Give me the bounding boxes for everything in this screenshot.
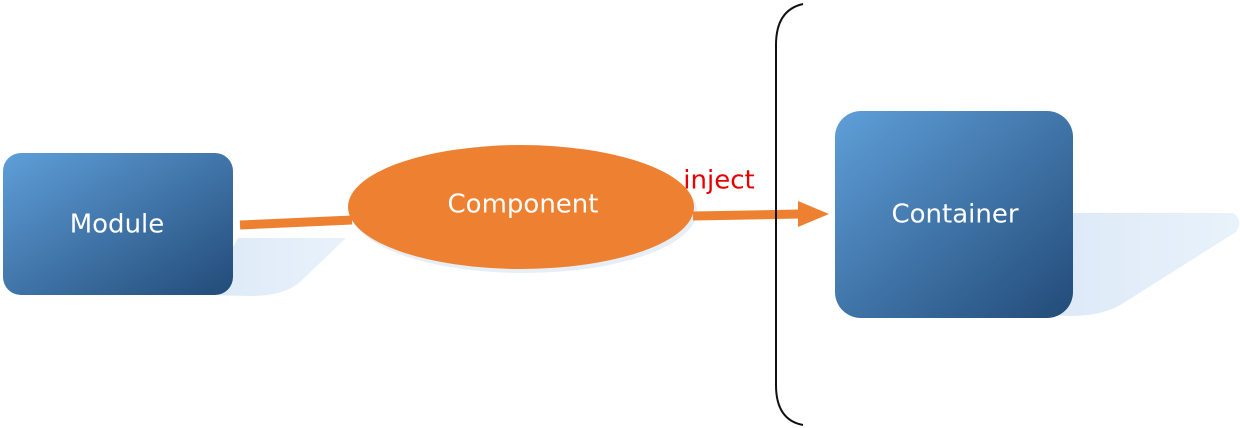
- inject-label: inject: [683, 166, 754, 196]
- component-label: Component: [448, 190, 599, 220]
- inject-arrowhead: [798, 201, 829, 227]
- inject-arrow-line: [692, 209, 801, 221]
- module-label: Module: [70, 210, 165, 240]
- container-box: [835, 111, 1073, 318]
- container-node: Container: [835, 111, 1073, 318]
- module-node: Module: [3, 153, 233, 295]
- container-shadow: [1050, 213, 1240, 316]
- module-shadow: [205, 238, 346, 296]
- module-box: [3, 153, 233, 295]
- component-ellipse: [348, 145, 694, 269]
- inject-edge: inject: [683, 166, 829, 227]
- container-label: Container: [891, 200, 1018, 230]
- component-node: Component: [348, 145, 697, 273]
- module-component-connector: [239, 215, 353, 230]
- container-bracket: [775, 3, 804, 426]
